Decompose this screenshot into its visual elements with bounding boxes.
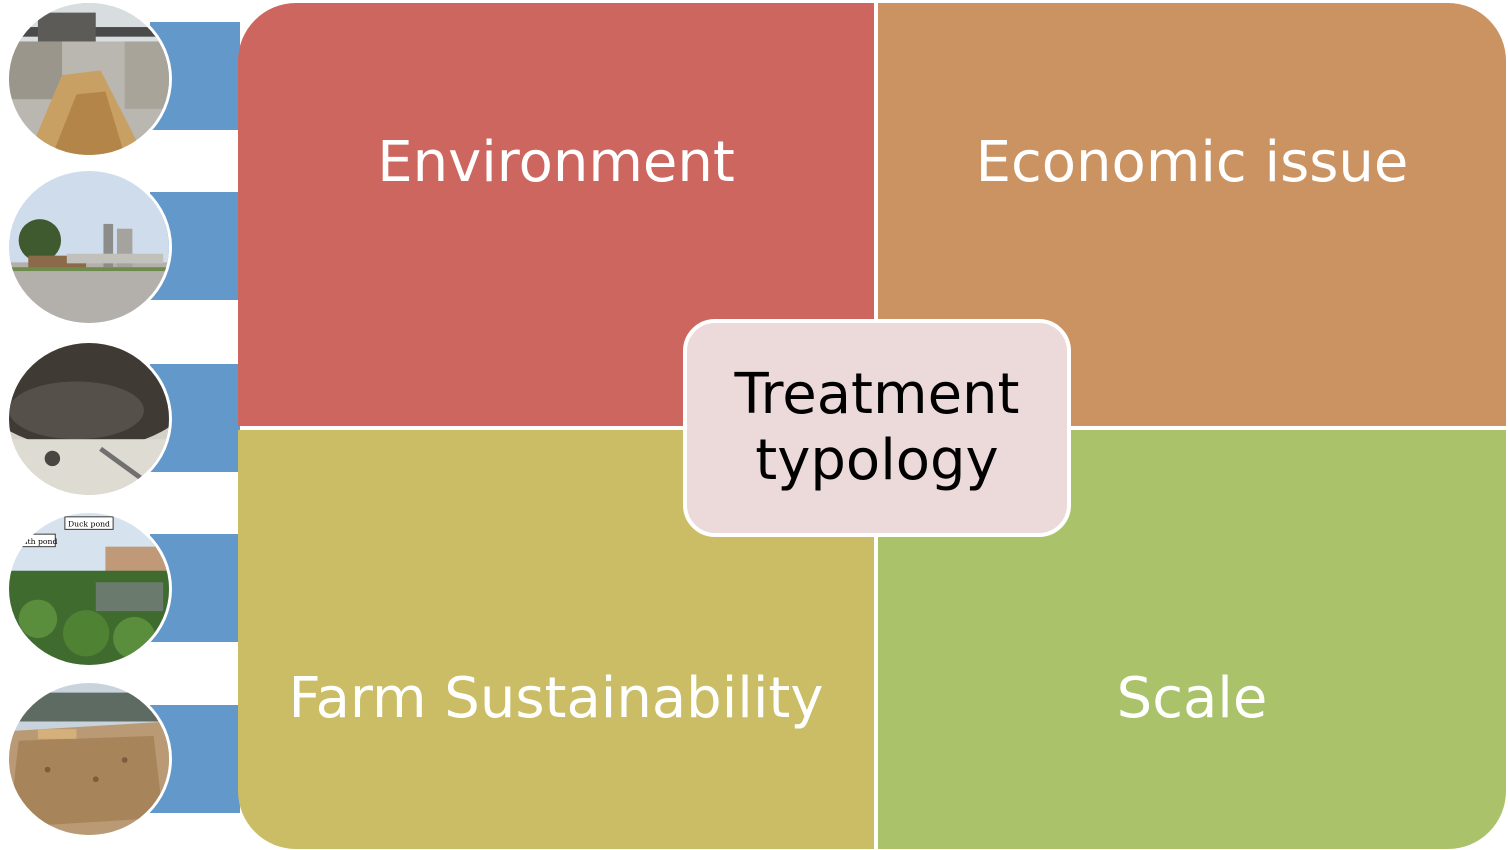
photo-biogas-plant: [6, 168, 172, 326]
quadrant-environment-label: Environment: [377, 130, 735, 195]
quadrant-farm-label: Farm Sustainability: [288, 666, 824, 731]
quadrant-scale-label: Scale: [1116, 666, 1268, 731]
center-treatment-typology: Treatment typology: [683, 319, 1071, 537]
photo-wood-chip-bed: [6, 680, 172, 838]
photo-compost-pile: [6, 340, 172, 498]
quadrant-grid: Environment Economic issue Farm Sustaina…: [238, 3, 1506, 849]
quadrant-economic-label: Economic issue: [975, 130, 1409, 195]
center-label-line1: Treatment: [734, 362, 1020, 427]
hyacinth-pond-label: yacinth pond: [9, 537, 58, 546]
photo-separator-machine: [6, 0, 172, 158]
center-label-line2: typology: [755, 428, 999, 493]
photo-duck-pond: Duck pond yacinth pond: [6, 510, 172, 668]
duck-pond-label: Duck pond: [68, 519, 110, 528]
